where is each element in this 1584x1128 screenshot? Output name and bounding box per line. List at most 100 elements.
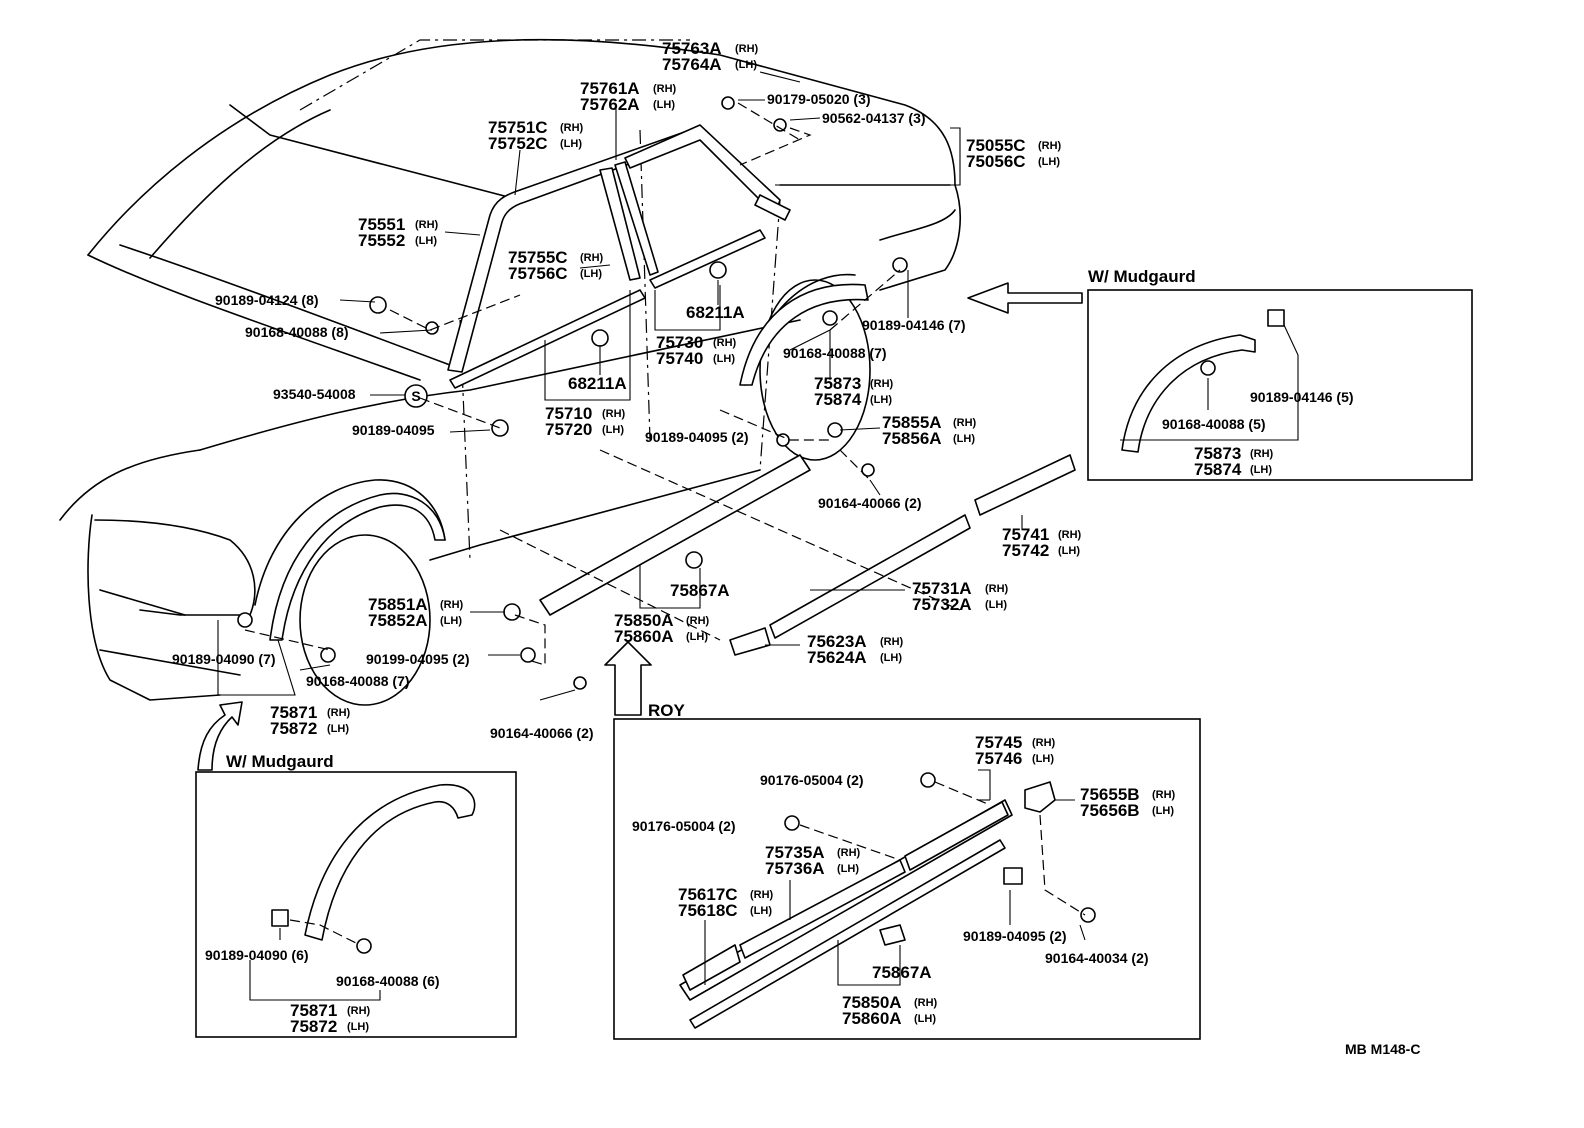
part-label: 90189-04095 <box>352 422 435 438</box>
part-label: 75751C <box>488 118 548 137</box>
part-label: 90168-40088 (7) <box>783 345 887 361</box>
part-label: (RH) <box>560 122 584 134</box>
diagram-code: MB M148-C <box>1345 1041 1420 1057</box>
part-label: (LH) <box>602 424 624 436</box>
part-label: 75872 <box>270 719 317 738</box>
part-label: 75860A <box>842 1009 902 1028</box>
part-label: (RH) <box>1152 789 1176 801</box>
part-label: 75764A <box>662 55 722 74</box>
part-label: (LH) <box>415 235 437 247</box>
part-label: (LH) <box>327 723 349 735</box>
part-label: 75746 <box>975 749 1022 768</box>
part-label: 75871 <box>270 703 317 722</box>
part-label: (RH) <box>347 1005 371 1017</box>
part-label: 75710 <box>545 404 592 423</box>
part-label: (RH) <box>837 847 861 859</box>
part-label: (LH) <box>750 905 772 917</box>
part-label: 75851A <box>368 595 428 614</box>
part-label: (LH) <box>870 394 892 406</box>
main-labels: 75763A (RH) 75764A (LH) 75761A (RH) 7576… <box>172 39 1082 741</box>
part-label: 75874 <box>814 390 862 409</box>
part-label: 90189-04095 (2) <box>963 928 1067 944</box>
part-label: (LH) <box>1032 753 1054 765</box>
part-label: 75551 <box>358 215 405 234</box>
inset-roy: 75745 (RH) 75746 (LH) 90176-05004 (2) 90… <box>613 718 1201 1040</box>
part-label: 75763A <box>662 39 722 58</box>
callout-arrows <box>197 282 1083 771</box>
part-label: 75552 <box>358 231 405 250</box>
part-label: (RH) <box>1058 529 1082 541</box>
part-label: 90189-04146 (5) <box>1250 389 1354 405</box>
part-label: 75742 <box>1002 541 1049 560</box>
part-label: 75735A <box>765 843 825 862</box>
part-label: 75732A <box>912 595 972 614</box>
dashed-leaders <box>244 102 961 666</box>
part-label: (LH) <box>1152 805 1174 817</box>
part-label: 75736A <box>765 859 825 878</box>
part-label: (LH) <box>560 138 582 150</box>
part-label: (RH) <box>870 378 894 390</box>
part-label: 75762A <box>580 95 640 114</box>
part-label: (LH) <box>686 631 708 643</box>
side-mouldings <box>539 454 1076 656</box>
part-label: (RH) <box>440 599 464 611</box>
part-label: 90189-04146 (7) <box>862 317 966 333</box>
part-label: 75618C <box>678 901 738 920</box>
part-label: 75852A <box>368 611 428 630</box>
part-label: (LH) <box>1058 545 1080 557</box>
part-label: (RH) <box>985 583 1009 595</box>
part-label: 90168-40088 (5) <box>1162 416 1266 432</box>
part-label: 75752C <box>488 134 548 153</box>
part-label: 75872 <box>290 1017 337 1036</box>
part-label: (RH) <box>653 83 677 95</box>
part-label: 75656B <box>1080 801 1140 820</box>
part-label: 90562-04137 (3) <box>822 110 926 126</box>
part-label: 75740 <box>656 349 703 368</box>
part-label: 75055C <box>966 136 1026 155</box>
window-mouldings <box>447 124 791 389</box>
part-label: (LH) <box>1038 156 1060 168</box>
part-label: 90189-04124 (8) <box>215 292 319 308</box>
part-label: 75617C <box>678 885 738 904</box>
part-label: 90199-04095 (2) <box>366 651 470 667</box>
part-label: 75874 <box>1194 460 1242 479</box>
part-label: (RH) <box>914 997 938 1009</box>
part-label: (LH) <box>837 863 859 875</box>
part-label: 75850A <box>842 993 902 1012</box>
part-label: (LH) <box>953 433 975 445</box>
part-label: 75731A <box>912 579 972 598</box>
part-label: (RH) <box>1038 140 1062 152</box>
part-label: (LH) <box>653 99 675 111</box>
part-label: 75755C <box>508 248 568 267</box>
part-label: 90168-40088 (7) <box>306 673 410 689</box>
part-label: 75867A <box>670 581 730 600</box>
part-label: 90179-05020 (3) <box>767 91 871 107</box>
part-label: (LH) <box>347 1021 369 1033</box>
part-label: 90189-04090 (6) <box>205 947 309 963</box>
part-label: (RH) <box>953 417 977 429</box>
part-label: 75741 <box>1002 525 1049 544</box>
part-label: 90168-40088 (8) <box>245 324 349 340</box>
part-label: 90189-04090 (7) <box>172 651 276 667</box>
part-label: (RH) <box>327 707 351 719</box>
part-label: 75855A <box>882 413 942 432</box>
part-label: (LH) <box>735 59 757 71</box>
part-label: 90176-05004 (2) <box>632 818 736 834</box>
part-label: 75856A <box>882 429 942 448</box>
part-label: (RH) <box>602 408 626 420</box>
inset-right-mudguard: W/ Mudgaurd 90189-04146 (5) 90168-40088 … <box>1087 267 1473 481</box>
part-label: (RH) <box>686 615 710 627</box>
inset-left-title: W/ Mudgaurd <box>226 752 334 771</box>
part-label: 68211A <box>686 303 745 322</box>
arch-mouldings <box>269 283 869 641</box>
inset-right-title: W/ Mudgaurd <box>1088 267 1196 286</box>
part-label: 75860A <box>614 627 674 646</box>
part-label: (RH) <box>713 337 737 349</box>
inset-left-mudguard: W/ Mudgaurd 90189-04090 (6) 90168-40088 … <box>195 752 517 1038</box>
part-label: 75761A <box>580 79 640 98</box>
part-label: 68211A <box>568 374 627 393</box>
part-label: 75873 <box>814 374 861 393</box>
part-label: (RH) <box>880 636 904 648</box>
